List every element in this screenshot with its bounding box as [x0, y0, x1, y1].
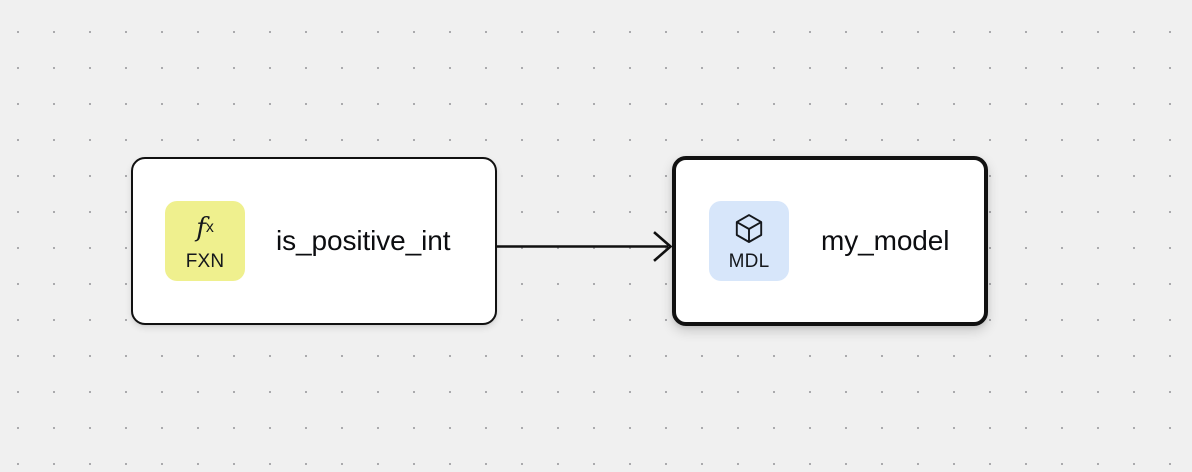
cube-icon-svg — [735, 213, 763, 243]
edge-is_positive_int-to-my_model[interactable] — [497, 231, 673, 262]
node-title: my_model — [821, 225, 950, 256]
node-type-badge-mdl: MDL — [709, 201, 789, 281]
node-type-badge-label: FXN — [185, 251, 225, 272]
node-title: is_positive_int — [276, 225, 451, 256]
function-glyph-x: x — [205, 219, 214, 236]
function-glyph-f: f — [196, 213, 206, 243]
edge-arrowhead-icon — [653, 231, 673, 262]
cube-icon — [734, 211, 764, 245]
graph-node-my-model[interactable]: MDL my_model — [672, 156, 988, 326]
node-type-badge-label: MDL — [728, 251, 770, 272]
